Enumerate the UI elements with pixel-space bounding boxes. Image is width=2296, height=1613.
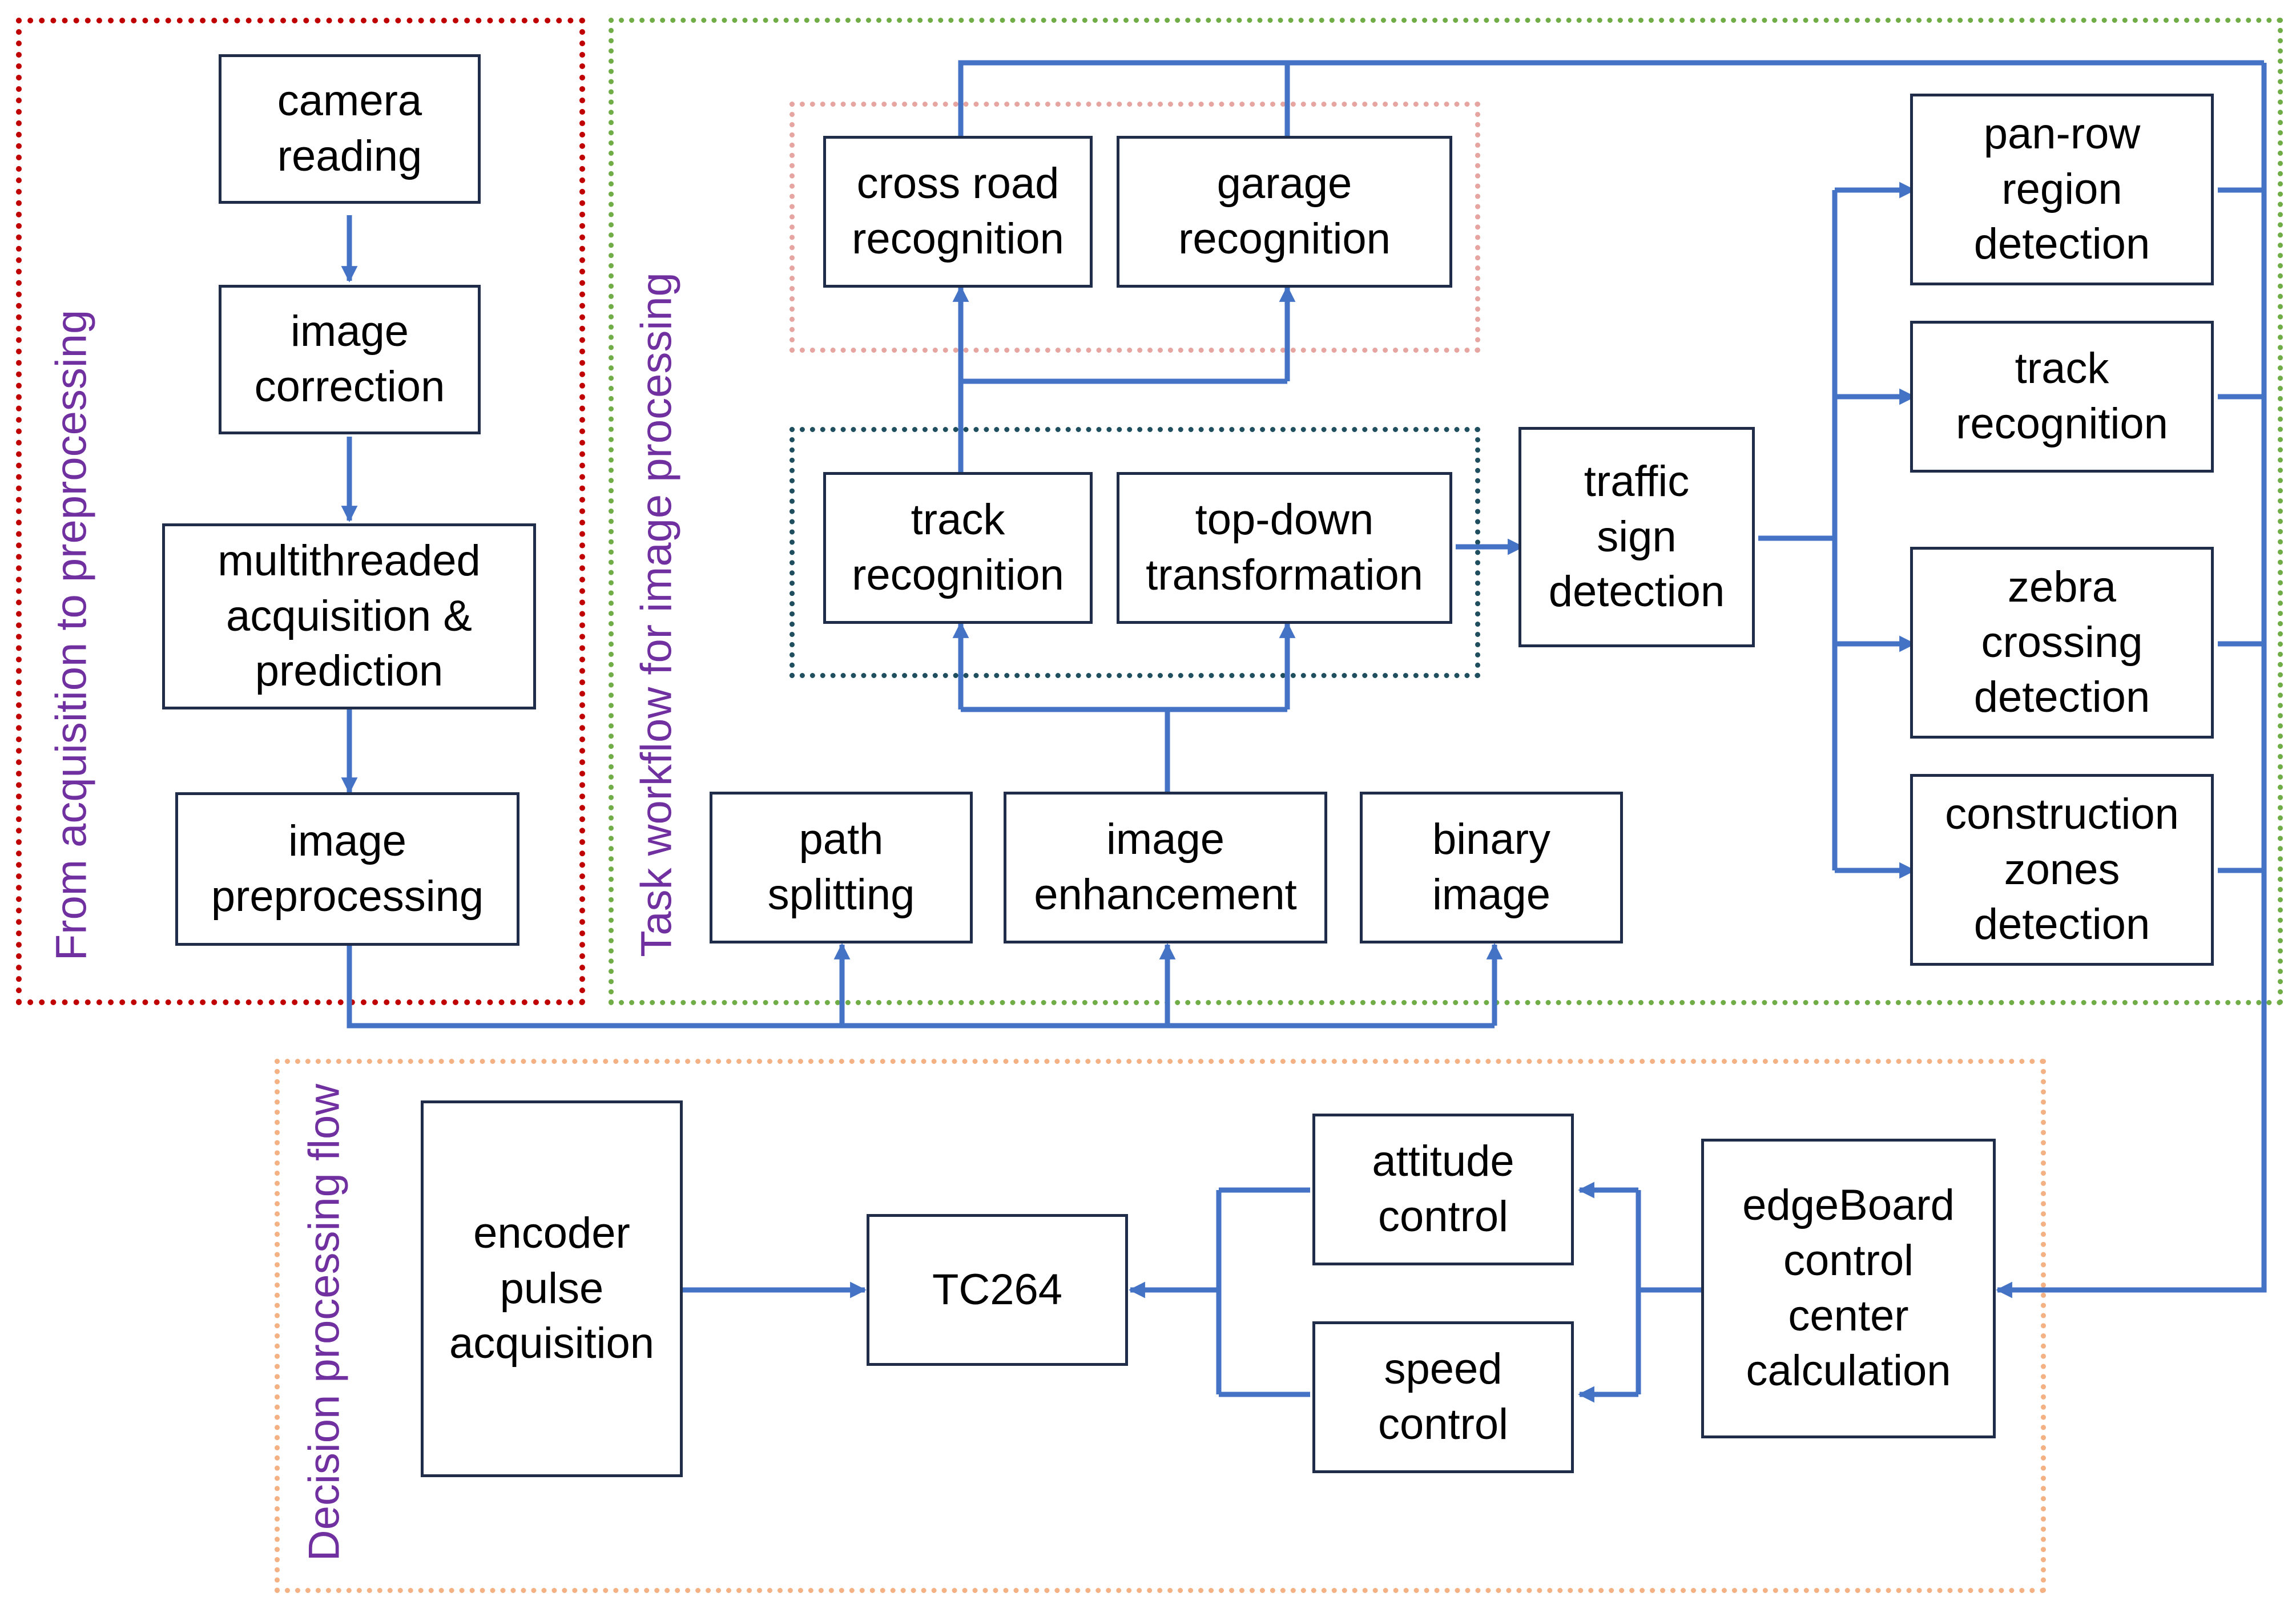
node-image-enhancement: image enhancement [1004, 792, 1327, 943]
node-zebra-crossing-detection: zebra crossing detection [1910, 547, 2214, 739]
node-binary-image: binary image [1360, 792, 1623, 943]
edge-top-bus [958, 60, 2264, 140]
node-traffic-sign-detection: traffic sign detection [1518, 427, 1755, 647]
node-track-recognition-right: track recognition [1910, 321, 2214, 473]
node-camera-reading: camera reading [219, 54, 481, 204]
region-task-workflow [609, 18, 2283, 1005]
node-image-preprocessing: image preprocessing [175, 792, 519, 946]
node-attitude-control: attitude control [1312, 1114, 1574, 1265]
edge-right-spine-to-edgeboard [1996, 63, 2267, 1299]
node-pan-row-region-detection: pan-row region detection [1910, 94, 2214, 285]
node-construction-zones-detection: construction zones detection [1910, 774, 2214, 966]
edge-preprocessing-bus [347, 946, 1495, 1029]
node-path-splitting: path splitting [710, 792, 973, 943]
node-multithreaded-acquisition: multithreaded acquisition & prediction [162, 523, 536, 709]
region-decision [275, 1059, 2046, 1593]
node-top-down-transformation: top-down transformation [1117, 472, 1452, 624]
node-track-recognition-left: track recognition [823, 472, 1093, 624]
node-image-correction: image correction [219, 285, 481, 434]
node-garage-recognition: garage recognition [1117, 136, 1452, 288]
node-tc264: TC264 [867, 1214, 1128, 1366]
node-speed-control: speed control [1312, 1321, 1574, 1473]
node-cross-road-recognition: cross road recognition [823, 136, 1093, 288]
group-transform [789, 427, 1480, 678]
edge-track-up [958, 378, 1287, 472]
node-encoder-pulse-acquisition: encoder pulse acquisition [421, 1100, 683, 1477]
node-edgeboard-control-center: edgeBoard control center calculation [1701, 1139, 1996, 1438]
group-recognition [789, 102, 1480, 353]
region-acquisition [16, 18, 585, 1005]
